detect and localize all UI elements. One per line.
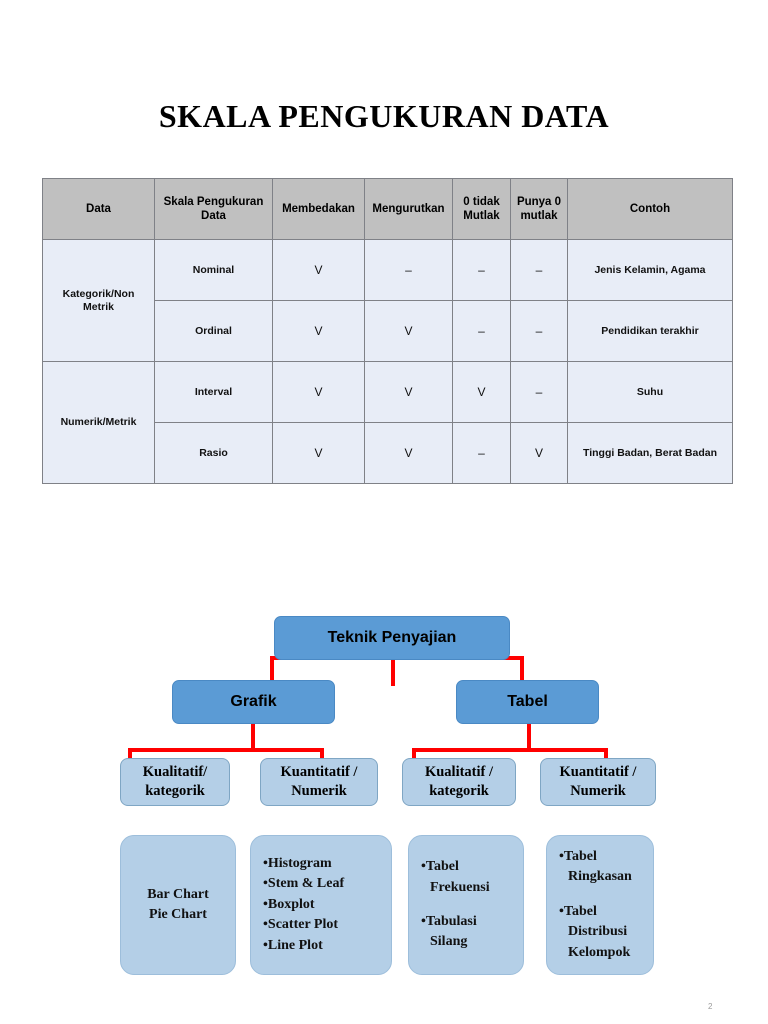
- table-header-row: Data Skala Pengukuran Data Membedakan Me…: [42, 178, 733, 240]
- cell-contoh: Suhu: [567, 361, 733, 423]
- connector-root-down: [391, 658, 395, 686]
- table-row: Ordinal V V – – Pendidikan terakhir: [43, 300, 733, 362]
- column-header-data: Data: [42, 178, 155, 240]
- box-grafik-kuantitatif-items[interactable]: •Histogram •Stem & Leaf •Boxplot •Scatte…: [250, 835, 392, 975]
- node-label: Tabel: [507, 693, 548, 710]
- box-grafik-kualitatif-items[interactable]: Bar Chart Pie Chart: [120, 835, 236, 975]
- node-label: Kuantitatif /Numerik: [559, 764, 637, 799]
- list-item: Bar Chart: [147, 886, 209, 902]
- column-header-mengurutkan: Mengurutkan: [364, 178, 453, 240]
- cell-nol-tidak-mutlak: V: [452, 361, 511, 423]
- node-tabel-kualitatif[interactable]: Kualitatif /kategorik: [402, 758, 516, 806]
- cell-contoh: Jenis Kelamin, Agama: [567, 239, 733, 301]
- item-list: •Tabel Ringkasan •Tabel Distribusi Kelom…: [547, 847, 653, 963]
- table-row: Kategorik/Non Metrik Nominal V – – – Jen…: [42, 239, 733, 362]
- node-label: Kualitatif/kategorik: [142, 764, 208, 799]
- list-item: •Tabel: [559, 903, 597, 919]
- list-item: •Tabel: [559, 848, 597, 864]
- column-header-punya-nol-mutlak: Punya 0 mutlak: [510, 178, 568, 240]
- node-tabel[interactable]: Tabel: [456, 680, 599, 724]
- list-item: •Stem & Leaf: [263, 876, 345, 892]
- list-item: •Tabulasi: [421, 914, 477, 929]
- cell-punya-nol-mutlak: –: [510, 300, 568, 362]
- column-header-nol-tidak-mutlak: 0 tidak Mutlak: [452, 178, 511, 240]
- connector-grafik-bus: [128, 748, 324, 752]
- column-header-membedakan: Membedakan: [272, 178, 365, 240]
- page-number: 2: [708, 1002, 713, 1011]
- cell-contoh: Tinggi Badan, Berat Badan: [567, 422, 733, 484]
- table-row: Numerik/Metrik Interval V V V – Suhu: [42, 361, 733, 484]
- node-grafik-kualitatif[interactable]: Kualitatif/kategorik: [120, 758, 230, 806]
- item-list: Bar Chart Pie Chart: [121, 885, 235, 926]
- cell-mengurutkan: V: [364, 361, 453, 423]
- cell-membedakan: V: [272, 361, 365, 423]
- cell-skala: Rasio: [154, 422, 273, 484]
- box-tabel-kuantitatif-items[interactable]: •Tabel Ringkasan •Tabel Distribusi Kelom…: [546, 835, 654, 975]
- list-spacer: [559, 888, 641, 902]
- list-item: Silang: [430, 934, 468, 950]
- cell-nol-tidak-mutlak: –: [452, 300, 511, 362]
- cell-skala: Nominal: [154, 239, 273, 301]
- node-tabel-kuantitatif[interactable]: Kuantitatif /Numerik: [540, 758, 656, 806]
- column-header-skala-pengukuran: Skala Pengukuran Data: [154, 178, 273, 240]
- list-item: •Scatter Plot: [263, 917, 339, 933]
- list-item: Ringkasan: [568, 869, 632, 885]
- row-group-numerik: Numerik/Metrik: [42, 361, 155, 484]
- node-label: Kuantitatif /Numerik: [280, 764, 358, 799]
- cell-membedakan: V: [272, 422, 365, 484]
- connector-tabel-left: [412, 748, 416, 762]
- list-item: •Line Plot: [263, 937, 323, 953]
- cell-mengurutkan: V: [364, 422, 453, 484]
- cell-punya-nol-mutlak: –: [510, 239, 568, 301]
- cell-nol-tidak-mutlak: –: [452, 422, 511, 484]
- item-list: •Histogram •Stem & Leaf •Boxplot •Scatte…: [251, 854, 391, 956]
- column-header-contoh: Contoh: [567, 178, 733, 240]
- cell-punya-nol-mutlak: –: [510, 361, 568, 423]
- cell-punya-nol-mutlak: V: [510, 422, 568, 484]
- list-item: •Histogram: [263, 855, 332, 871]
- node-teknik-penyajian[interactable]: Teknik Penyajian: [274, 616, 510, 660]
- row-group-kategorik: Kategorik/Non Metrik: [42, 239, 155, 362]
- node-grafik[interactable]: Grafik: [172, 680, 335, 724]
- cell-mengurutkan: V: [364, 300, 453, 362]
- connector-grafik-right: [320, 748, 324, 762]
- list-item: •Boxplot: [263, 896, 315, 912]
- list-item: •Tabel: [421, 859, 459, 875]
- measurement-scale-table: Data Skala Pengukuran Data Membedakan Me…: [42, 178, 733, 484]
- cell-membedakan: V: [272, 239, 365, 301]
- connector-tabel-bus: [412, 748, 608, 752]
- list-item: Frekuensi: [430, 879, 490, 895]
- cell-nol-tidak-mutlak: –: [452, 239, 511, 301]
- connector-to-grafik: [270, 656, 274, 680]
- teknik-penyajian-flowchart: Teknik Penyajian Grafik Tabel Kualitatif…: [0, 600, 768, 1000]
- box-tabel-kualitatif-items[interactable]: •Tabel Frekuensi •Tabulasi Silang: [408, 835, 524, 975]
- list-item: Distribusi: [568, 924, 628, 940]
- connector-tabel-right: [604, 748, 608, 762]
- node-label: Grafik: [230, 693, 277, 710]
- node-label: Teknik Penyajian: [327, 629, 457, 646]
- cell-skala: Ordinal: [154, 300, 273, 362]
- cell-mengurutkan: –: [364, 239, 453, 301]
- connector-to-tabel: [520, 656, 524, 680]
- node-label: Kualitatif /kategorik: [424, 764, 494, 799]
- list-item: Kelompok: [568, 944, 631, 960]
- connector-grafik-left: [128, 748, 132, 762]
- page-title: SKALA PENGUKURAN DATA: [158, 98, 610, 134]
- table-row: Rasio V V – V Tinggi Badan, Berat Badan: [43, 422, 733, 484]
- list-spacer: [421, 898, 511, 912]
- cell-contoh: Pendidikan terakhir: [567, 300, 733, 362]
- cell-skala: Interval: [154, 361, 273, 423]
- list-item: Pie Chart: [149, 907, 207, 922]
- connector-grafik-down: [251, 724, 255, 750]
- item-list: •Tabel Frekuensi •Tabulasi Silang: [409, 857, 523, 953]
- connector-tabel-down: [527, 724, 531, 750]
- node-grafik-kuantitatif[interactable]: Kuantitatif /Numerik: [260, 758, 378, 806]
- cell-membedakan: V: [272, 300, 365, 362]
